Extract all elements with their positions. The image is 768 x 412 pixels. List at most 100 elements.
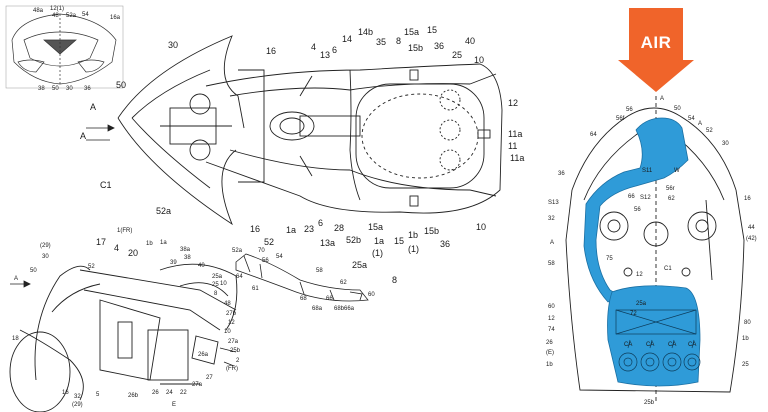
right-label: A: [698, 121, 702, 127]
right-label: 64: [590, 132, 597, 138]
top-label: A: [90, 102, 96, 112]
right-label: W: [674, 168, 680, 174]
duct-label: 68b: [334, 306, 345, 312]
right-label: 56r: [666, 186, 675, 192]
right-label: 80: [744, 320, 751, 326]
side-view-labels: 1(FR) 17 4 20 1b 1a 38a 38 39 40 25a 25 …: [12, 228, 241, 408]
side-view-drawing: [9, 263, 238, 412]
right-label: 25a: [636, 301, 647, 307]
top-label: 11a: [510, 153, 524, 163]
inset-label: 12(1): [50, 6, 64, 12]
side-label: 25a: [212, 274, 223, 280]
right-label: 1b: [546, 362, 553, 368]
side-label: 25: [212, 282, 219, 288]
right-label: 12: [636, 272, 643, 278]
right-label: 16: [744, 196, 751, 202]
side-label: 26: [152, 390, 159, 396]
top-label: 14b: [358, 27, 373, 37]
duct-label: 52a: [232, 248, 243, 254]
air-duct-highlight: [583, 117, 689, 303]
duct-label: 60: [368, 292, 375, 298]
side-label: 26a: [198, 352, 209, 358]
right-label: 56: [634, 207, 641, 213]
side-label: 8: [214, 291, 218, 297]
side-label: 30: [42, 254, 49, 260]
top-label: 35: [376, 37, 386, 47]
right-label: 1b: [742, 336, 749, 342]
side-label: 25b: [230, 348, 241, 354]
right-label: S13: [548, 200, 559, 206]
right-view-duct-highlight: [583, 117, 701, 387]
side-label: 38a: [180, 247, 191, 253]
top-label: 4: [311, 42, 316, 52]
right-label: 52: [706, 128, 713, 134]
right-label: 54: [688, 116, 695, 122]
inset-label: 52a: [66, 13, 77, 19]
inset-label: 16a: [110, 15, 121, 21]
right-label: C1: [664, 266, 672, 272]
top-label: 12: [508, 98, 518, 108]
top-label: 8: [396, 36, 401, 46]
top-label: 50: [116, 80, 126, 90]
right-label: 26: [546, 340, 553, 346]
front-view-inset: [5, 5, 124, 89]
top-label: 13a: [320, 238, 335, 248]
top-label: 23: [304, 224, 314, 234]
top-label: (1): [372, 248, 383, 258]
side-view-arrow-a: [10, 280, 31, 288]
right-view-air-box-detail: [615, 309, 701, 372]
side-label: 52: [88, 264, 95, 270]
right-label: A: [660, 96, 664, 102]
side-label: 48: [224, 301, 231, 307]
side-label: 1(FR): [117, 228, 132, 234]
side-label: 40: [198, 263, 205, 269]
duct-label: 61: [252, 286, 259, 292]
right-label: CA: [624, 342, 632, 348]
top-label: 6: [318, 218, 323, 228]
right-label: CA: [668, 342, 676, 348]
inset-label: 48a: [33, 8, 44, 14]
duct-label: 70: [258, 248, 265, 254]
air-box-highlight: [607, 285, 701, 387]
front-view-inset-labels: 48a 12(1) 48 52a 54 16a 38 50 30 36: [33, 6, 121, 92]
side-label: 12: [228, 320, 235, 326]
right-label: 36: [558, 171, 565, 177]
right-label: CA: [688, 342, 696, 348]
top-label: 28: [334, 223, 344, 233]
inset-label: 30: [66, 86, 73, 92]
top-label: 15b: [424, 226, 439, 236]
right-label: (E): [546, 350, 554, 356]
air-arrow-icon: [618, 8, 694, 92]
side-label: (FR): [226, 366, 238, 372]
right-label: 12: [548, 316, 555, 322]
top-label: 15: [427, 25, 437, 35]
right-label: A: [550, 240, 554, 246]
right-label: CA: [646, 342, 654, 348]
side-label: 27b: [226, 311, 237, 317]
top-label: 52a: [156, 206, 171, 216]
top-view-drawing: [117, 35, 503, 226]
side-label: 27a: [228, 339, 239, 345]
duct-label: 66: [326, 296, 333, 302]
side-label: 16: [62, 390, 69, 396]
side-label: 1a: [160, 240, 167, 246]
top-label: 1b: [408, 230, 418, 240]
side-label: E: [172, 402, 176, 408]
right-view-labels: A 56f 56 50 54 52 30 A 64 S11 W 36 S12 5…: [546, 96, 757, 406]
side-label: 2: [236, 358, 240, 364]
side-label: (29): [72, 402, 83, 408]
top-label: 15b: [408, 43, 423, 53]
duct-label: 62: [340, 280, 347, 286]
top-label: 6: [332, 45, 337, 55]
side-label: 4: [114, 243, 119, 253]
side-label: 5: [96, 392, 100, 398]
duct-label: 68: [300, 296, 307, 302]
side-label: 10: [220, 281, 227, 287]
right-label: 32: [548, 216, 555, 222]
air-flow-arrow: AIR: [618, 8, 694, 92]
side-label: 26b: [128, 393, 139, 399]
duct-label: 64: [236, 274, 243, 280]
inset-label: 54: [82, 12, 89, 18]
side-label: 17: [96, 237, 106, 247]
top-label: A: [80, 131, 86, 141]
